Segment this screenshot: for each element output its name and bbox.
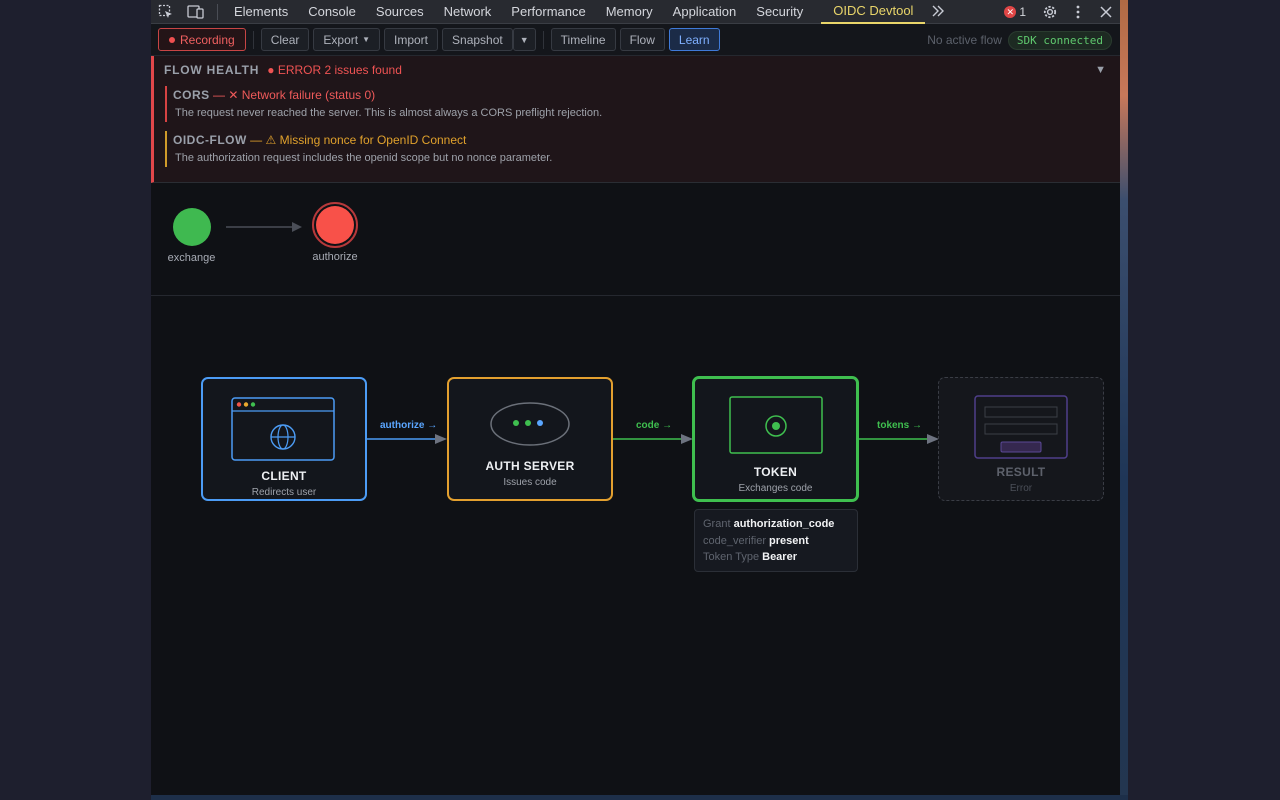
flow-health-header[interactable]: FLOW HEALTH ● ERROR 2 issues found xyxy=(164,63,1110,77)
node-label: exchange xyxy=(167,252,216,264)
edge-code-arrow xyxy=(613,434,693,444)
export-button[interactable]: Export ▼ xyxy=(313,28,380,51)
issue-cors: CORS — ✕ Network failure (status 0) The … xyxy=(165,86,1110,122)
edge-authorize-label: authorize → xyxy=(380,420,438,431)
edge-tokens-arrow xyxy=(859,434,939,444)
card-subtitle: Error xyxy=(1009,483,1033,494)
browser-window-icon xyxy=(231,397,335,461)
issue-description: The request never reached the server. Th… xyxy=(175,107,603,119)
flow-health-status: ● ERROR 2 issues found xyxy=(267,63,402,77)
background-strip xyxy=(1120,0,1130,800)
info-value: Bearer xyxy=(762,551,797,563)
info-key: Token Type xyxy=(703,551,760,563)
server-icon xyxy=(490,402,570,446)
info-row-token-type: Token Type Bearer xyxy=(703,549,849,566)
client-card[interactable]: CLIENT Redirects user xyxy=(201,377,367,501)
card-title: AUTH SERVER xyxy=(485,459,575,473)
edge-tokens-label: tokens → xyxy=(877,420,923,431)
form-icon xyxy=(974,395,1068,459)
flow-health-panel: FLOW HEALTH ● ERROR 2 issues found ▼ COR… xyxy=(151,56,1120,183)
issue-key: OIDC-FLOW xyxy=(173,133,247,147)
info-key: code_verifier xyxy=(703,534,766,547)
token-card[interactable]: TOKEN Exchanges code xyxy=(692,376,859,502)
token-info-popover: Grant authorization_code code_verifier p… xyxy=(694,509,858,572)
devtools-tabbar: Elements Console Sources Network Perform… xyxy=(151,0,1120,24)
background-right xyxy=(1128,0,1280,800)
result-card[interactable]: RESULT Error xyxy=(938,377,1104,501)
token-icon xyxy=(728,396,823,454)
timeline-node-authorize[interactable]: authorize xyxy=(311,202,359,263)
card-subtitle: Redirects user xyxy=(251,487,317,498)
flow-health-label: FLOW HEALTH xyxy=(164,63,260,77)
info-key: Grant xyxy=(703,518,731,530)
recording-label: Recording xyxy=(180,32,235,47)
issue-oidc-flow: OIDC-FLOW — ⚠ Missing nonce for OpenID C… xyxy=(165,131,1110,167)
background-bottom xyxy=(151,795,1128,800)
error-counter[interactable]: ✕ 1 xyxy=(994,5,1036,19)
toolbar-separator xyxy=(252,30,254,49)
caret-down-icon: ▼ xyxy=(362,35,370,44)
import-button[interactable]: Import xyxy=(384,28,439,51)
timeline-node-exchange[interactable]: exchange xyxy=(167,208,216,264)
node-status-circle xyxy=(172,208,211,246)
tab-separator xyxy=(217,3,218,20)
more-tabs-icon[interactable] xyxy=(925,4,951,20)
node-status-circle xyxy=(316,206,354,244)
export-label: Export xyxy=(323,32,359,47)
card-subtitle: Exchanges code xyxy=(738,483,813,494)
tab-application[interactable]: Application xyxy=(672,4,737,19)
sdk-status-badge: SDK connected xyxy=(1007,30,1112,50)
oidc-flow-diagram: CLIENT Redirects user authorize → AUTH S… xyxy=(151,296,1120,794)
info-row-grant: Grant authorization_code xyxy=(703,516,849,533)
learn-view-button[interactable]: Learn xyxy=(668,28,720,51)
close-icon[interactable] xyxy=(1092,0,1120,24)
recording-dot-icon xyxy=(169,36,175,43)
node-error-ring xyxy=(312,202,358,248)
tab-elements[interactable]: Elements xyxy=(234,4,289,19)
error-icon: ✕ xyxy=(1004,6,1017,18)
issue-message: — ✕ Network failure (status 0) xyxy=(213,88,376,102)
auth-server-card[interactable]: AUTH SERVER Issues code xyxy=(447,377,613,501)
tab-memory[interactable]: Memory xyxy=(605,4,653,19)
issue-message: — ⚠ Missing nonce for OpenID Connect xyxy=(250,133,467,147)
tab-console[interactable]: Console xyxy=(308,4,356,19)
issue-description: The authorization request includes the o… xyxy=(175,152,553,164)
tab-security[interactable]: Security xyxy=(756,4,804,19)
card-subtitle: Issues code xyxy=(503,477,557,488)
edge-authorize-arrow xyxy=(367,434,447,444)
card-title: CLIENT xyxy=(261,469,307,483)
edge-code-label: code → xyxy=(636,420,673,431)
oidc-toolbar: Recording Clear Export ▼ Import Snapshot… xyxy=(151,24,1120,56)
card-title: RESULT xyxy=(996,465,1046,479)
snapshot-button[interactable]: Snapshot xyxy=(442,28,513,51)
more-options-icon[interactable] xyxy=(1064,0,1092,24)
tab-oidc-devtool[interactable]: OIDC Devtool xyxy=(821,0,926,24)
error-count: 1 xyxy=(1019,5,1026,19)
settings-gear-icon[interactable] xyxy=(1036,0,1064,24)
snapshot-dropdown-icon[interactable]: ▼ xyxy=(512,28,536,51)
timeline-view-button[interactable]: Timeline xyxy=(550,28,616,51)
issue-key: CORS xyxy=(173,88,210,102)
node-label: authorize xyxy=(312,251,358,263)
tab-sources[interactable]: Sources xyxy=(375,4,424,19)
tab-performance[interactable]: Performance xyxy=(511,4,586,19)
recording-button[interactable]: Recording xyxy=(158,28,246,51)
devtools-panel: Elements Console Sources Network Perform… xyxy=(151,0,1120,795)
card-title: TOKEN xyxy=(753,465,798,479)
info-row-verifier: code_verifier present xyxy=(703,533,849,550)
flow-timeline: exchange authorize xyxy=(151,183,1120,296)
flow-view-button[interactable]: Flow xyxy=(619,28,665,51)
timeline-arrow xyxy=(226,222,302,232)
toolbar-separator xyxy=(542,30,544,49)
device-toolbar-icon[interactable] xyxy=(181,0,211,24)
active-flow-status: No active flow xyxy=(927,33,1002,47)
clear-button[interactable]: Clear xyxy=(260,28,310,51)
toolbar-status: No active flow SDK connected xyxy=(927,24,1112,56)
collapse-chevron-icon[interactable]: ▼ xyxy=(1095,64,1106,76)
tabbar-right: ✕ 1 xyxy=(994,0,1120,24)
info-value: authorization_code xyxy=(733,518,835,530)
inspect-element-icon[interactable] xyxy=(151,0,181,24)
info-value: present xyxy=(769,534,809,547)
tab-network[interactable]: Network xyxy=(443,4,492,19)
